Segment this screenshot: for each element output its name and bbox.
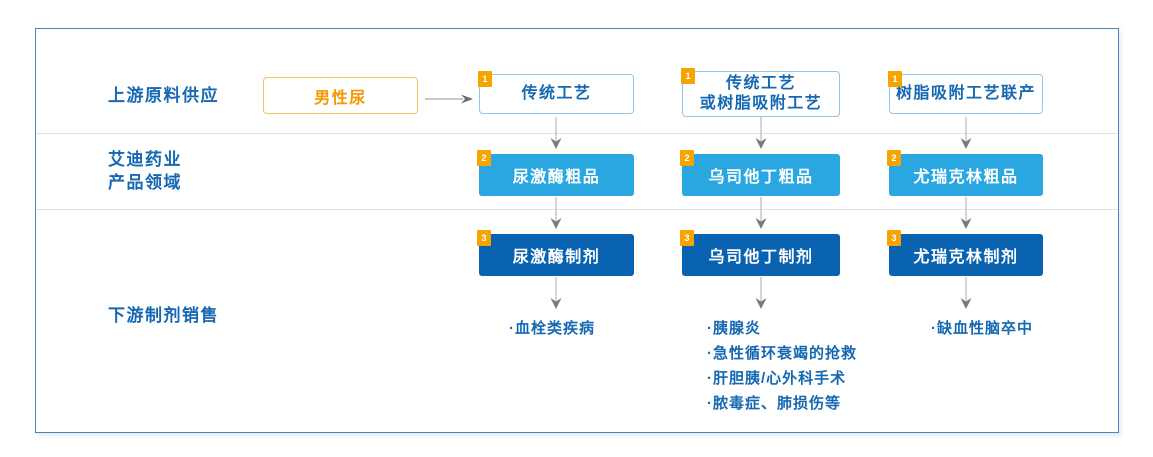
row-label-company-line2: 产品领域 — [108, 173, 182, 192]
male-urine-label: 男性尿 — [314, 89, 367, 107]
step-badge-3: 3 — [477, 230, 491, 246]
formulation-box-kallidinogenase: 3 尤瑞克林制剂 — [887, 230, 1043, 276]
step-badge-1: 1 — [681, 68, 695, 84]
indication-item: ·肝胆胰/心外科手术 — [707, 370, 847, 387]
section-divider-bottom — [36, 209, 1118, 210]
arrow-down-icon — [549, 117, 563, 150]
male-urine-box: 男性尿 — [263, 77, 418, 114]
arrow-down-icon — [959, 277, 973, 310]
step-badge-2: 2 — [477, 150, 491, 166]
crude-box-kallidinogenase: 2 尤瑞克林粗品 — [887, 150, 1043, 196]
step-badge-2: 2 — [680, 150, 694, 166]
formulation-box-ulinastatin: 3 乌司他丁制剂 — [680, 230, 840, 276]
crude-label: 尿激酶粗品 — [512, 169, 601, 186]
indication-list-ulinastatin: ·胰腺炎 ·急性循环衰竭的抢救 ·肝胆胰/心外科手术 ·脓毒症、肺损伤等 — [707, 316, 857, 416]
arrow-right-icon — [425, 92, 473, 104]
indication-list-kallidinogenase: ·缺血性脑卒中 — [931, 316, 1033, 341]
diagram-frame: 上游原料供应 艾迪药业 产品领域 下游制剂销售 男性尿 1 传统工艺 2 尿激酶… — [35, 28, 1119, 433]
step-badge-2: 2 — [887, 150, 901, 166]
formulation-label: 乌司他丁制剂 — [708, 249, 814, 266]
process-label: 传统工艺 — [521, 85, 592, 102]
step-badge-1: 1 — [478, 71, 492, 87]
row-label-company: 艾迪药业 产品领域 — [108, 148, 182, 194]
process-label-line2: 或树脂吸附工艺 — [699, 95, 823, 112]
process-label: 树脂吸附工艺联产 — [895, 85, 1036, 102]
process-label-line1: 传统工艺 — [725, 75, 796, 92]
formulation-label: 尿激酶制剂 — [512, 249, 601, 266]
crude-label: 乌司他丁粗品 — [708, 169, 814, 186]
step-badge-3: 3 — [680, 230, 694, 246]
step-badge-1: 1 — [888, 71, 902, 87]
process-box-urokinase: 1 传统工艺 — [478, 71, 634, 114]
arrow-down-icon — [754, 277, 768, 310]
formulation-label: 尤瑞克林制剂 — [913, 249, 1019, 266]
indication-list-urokinase: ·血栓类疾病 — [509, 316, 595, 341]
row-label-company-line1: 艾迪药业 — [108, 150, 182, 169]
indication-item: ·脓毒症、肺损伤等 — [707, 395, 841, 412]
section-divider-top — [36, 133, 1118, 134]
crude-box-ulinastatin: 2 乌司他丁粗品 — [680, 150, 840, 196]
arrow-down-icon — [959, 117, 973, 150]
crude-box-urokinase: 2 尿激酶粗品 — [477, 150, 634, 196]
indication-item: ·胰腺炎 — [707, 320, 761, 337]
arrow-down-icon — [549, 277, 563, 310]
indication-item: ·急性循环衰竭的抢救 — [707, 345, 857, 362]
indication-item: ·血栓类疾病 — [509, 320, 595, 337]
indication-item: ·缺血性脑卒中 — [931, 320, 1033, 337]
row-label-downstream: 下游制剂销售 — [108, 306, 219, 325]
arrow-down-icon — [754, 117, 768, 150]
arrow-down-icon — [959, 197, 973, 230]
formulation-box-urokinase: 3 尿激酶制剂 — [477, 230, 634, 276]
arrow-down-icon — [549, 197, 563, 230]
step-badge-3: 3 — [887, 230, 901, 246]
process-box-kallidinogenase: 1 树脂吸附工艺联产 — [888, 71, 1043, 114]
process-box-ulinastatin: 1 传统工艺 或树脂吸附工艺 — [681, 68, 840, 117]
arrow-down-icon — [754, 197, 768, 230]
row-label-upstream: 上游原料供应 — [108, 86, 219, 105]
crude-label: 尤瑞克林粗品 — [913, 169, 1019, 186]
